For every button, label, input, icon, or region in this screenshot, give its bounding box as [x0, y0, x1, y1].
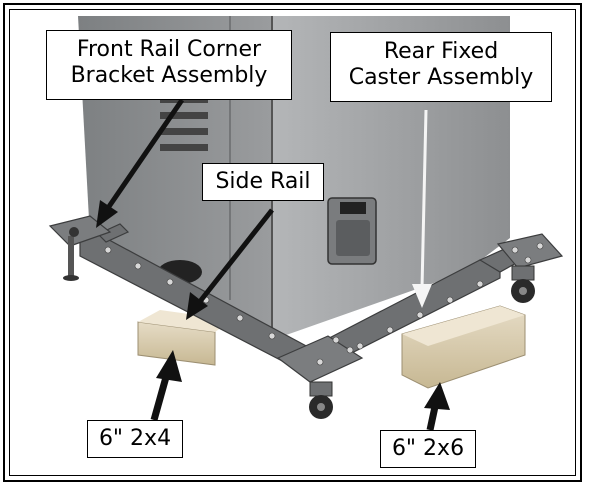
caster-front — [309, 381, 333, 419]
leveling-foot — [63, 227, 79, 281]
callout-rear-fixed-caster: Rear Fixed Caster Assembly — [330, 32, 552, 102]
callout-2x4-text: 6" 2x4 — [98, 426, 172, 451]
outer-border — [3, 3, 582, 482]
board-2x4 — [137, 310, 232, 366]
callout-front-rail-corner-bracket: Front Rail Corner Bracket Assembly — [46, 30, 292, 100]
callout-2x6-text: 6" 2x6 — [391, 436, 465, 461]
pointer-arrows — [96, 98, 450, 431]
switch-box — [327, 197, 377, 265]
callout-front-rail-line1: Front Rail Corner — [76, 37, 262, 62]
caster-rear — [511, 265, 535, 303]
bolts — [104, 242, 544, 366]
callout-board-2x4: 6" 2x4 — [87, 420, 183, 458]
callout-side-rail-text: Side Rail — [215, 169, 311, 194]
callout-board-2x6: 6" 2x6 — [380, 430, 476, 468]
callout-rear-caster-line1: Rear Fixed — [383, 39, 499, 64]
callout-front-rail-line2: Bracket Assembly — [70, 63, 268, 88]
callout-rear-caster-line2: Caster Assembly — [348, 65, 534, 90]
board-2x6 — [401, 305, 526, 389]
callout-side-rail: Side Rail — [202, 163, 324, 201]
